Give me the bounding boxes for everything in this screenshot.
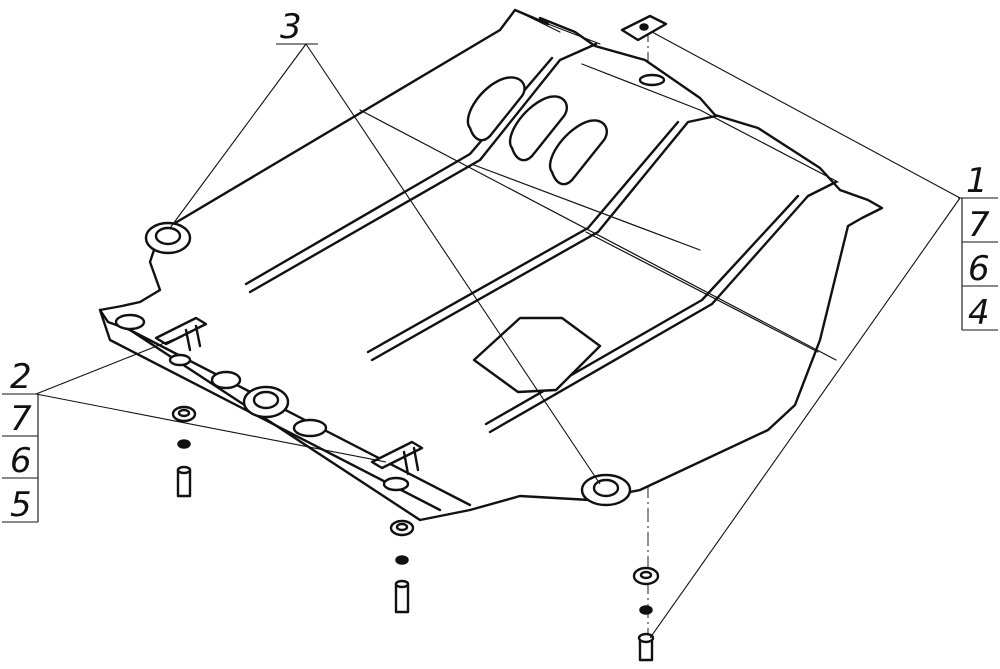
fastener-set-left — [171, 405, 197, 498]
fastener-set-center — [389, 519, 415, 614]
callout-2-part-1: 7 — [10, 399, 32, 439]
fastener-set-right — [632, 566, 660, 662]
callout-2-part-3: 5 — [10, 485, 32, 525]
callout-1-part-2: 6 — [968, 249, 990, 289]
callout-2-part-2: 6 — [10, 441, 32, 481]
callout-1-part-3: 4 — [968, 293, 990, 333]
mounting-boss-center — [580, 473, 632, 507]
callout-1-part-1: 7 — [968, 205, 990, 245]
mounting-boss-rear-left — [144, 221, 192, 255]
protection-plate — [98, 8, 884, 522]
callout-3-label: 3 — [280, 7, 302, 47]
callout-2: 2 7 6 5 — [2, 335, 387, 525]
bracket-rear-right — [620, 14, 668, 42]
callout-3: 3 — [169, 7, 601, 485]
callout-1: 1 7 6 4 — [649, 31, 998, 639]
callout-2-label: 2 — [10, 357, 32, 397]
bracket-left — [154, 316, 208, 352]
mounting-boss-front — [242, 385, 290, 419]
callout-1-label: 1 — [966, 161, 988, 201]
